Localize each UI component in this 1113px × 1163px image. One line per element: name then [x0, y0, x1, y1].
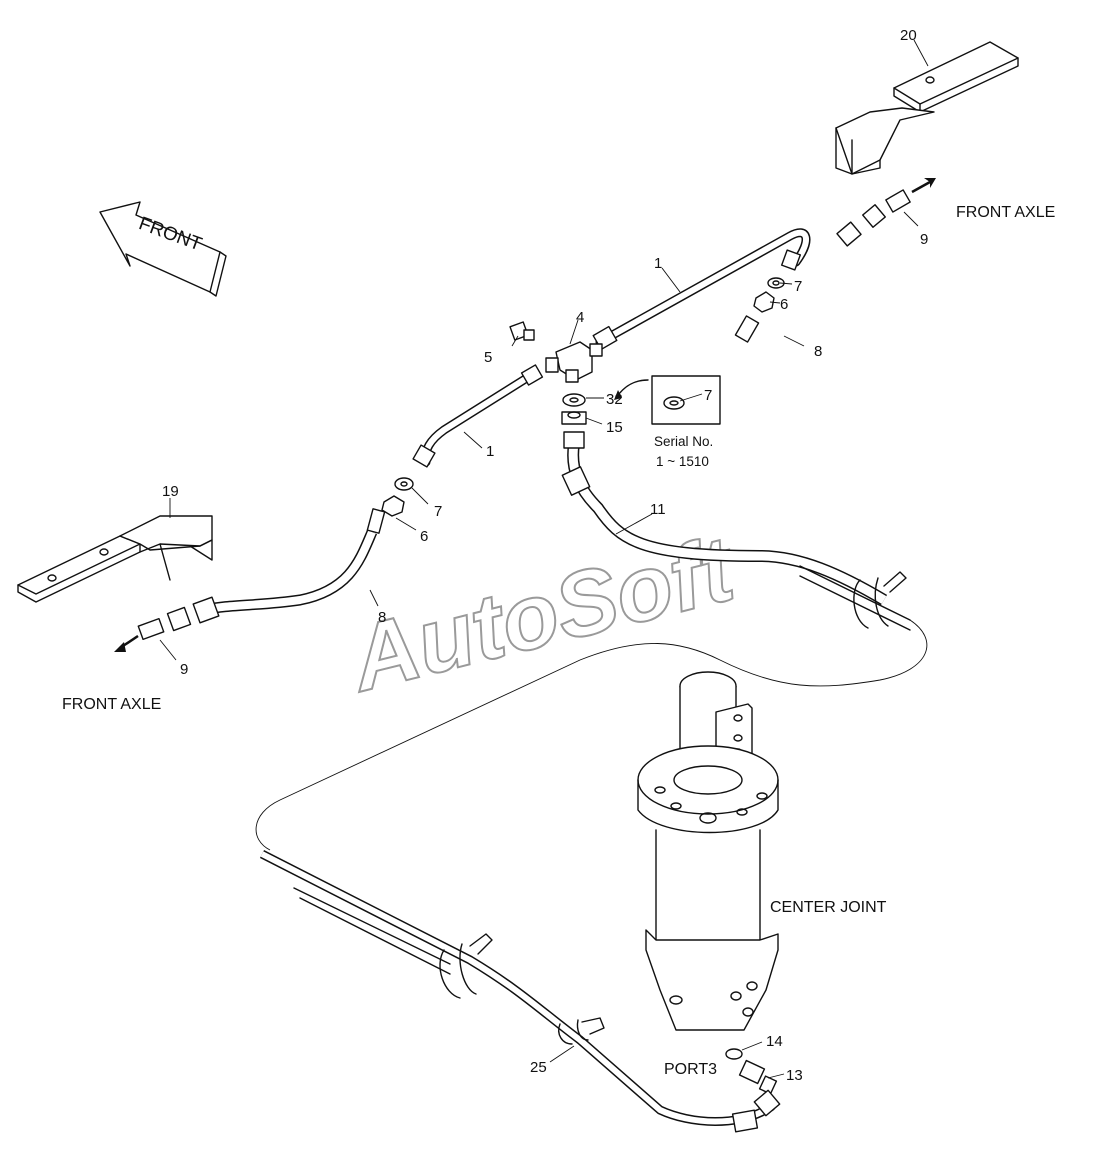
- hose-11: [561, 431, 911, 631]
- callout-6-upper: 6: [780, 296, 788, 313]
- bracket-19: [17, 515, 213, 603]
- pipe-1-lower: [412, 364, 544, 468]
- hose-8-right: [719, 178, 936, 378]
- serial-inset: [614, 375, 721, 425]
- labels: FRONT AXLE FRONT AXLE CENTER JOINT PORT3…: [62, 204, 1055, 1078]
- callout-4: 4: [576, 309, 584, 326]
- callout-8-left: 8: [378, 609, 386, 626]
- callout-9-right: 9: [920, 231, 928, 248]
- callout-9-left: 9: [180, 661, 188, 678]
- callout-7-inset: 7: [704, 387, 712, 404]
- callouts: 20 9 1 7 6 8 4 5 32 15 7 1 7 6 19 11 8 9…: [162, 27, 928, 1084]
- callout-15: 15: [606, 419, 623, 436]
- pipe-1-upper: [592, 228, 811, 351]
- callout-19: 19: [162, 483, 179, 500]
- center-joint: [637, 671, 779, 1031]
- port3-fittings: [725, 1048, 778, 1095]
- callout-14: 14: [766, 1033, 783, 1050]
- tee-fitting-4: [509, 321, 603, 425]
- callout-13: 13: [786, 1067, 803, 1084]
- callout-20: 20: [900, 27, 917, 44]
- front-arrow-icon: FRONT: [99, 201, 227, 297]
- callout-7-upper: 7: [794, 278, 802, 295]
- label-front-axle-right: FRONT AXLE: [956, 204, 1055, 221]
- callout-1-lower: 1: [486, 443, 494, 460]
- callout-7-lower: 7: [434, 503, 442, 520]
- pipe-25: [259, 849, 781, 1133]
- frame-outline: [255, 619, 928, 851]
- label-port3: PORT3: [664, 1061, 717, 1078]
- callout-32: 32: [606, 391, 623, 408]
- callout-6-lower: 6: [420, 528, 428, 545]
- callout-8-right: 8: [814, 343, 822, 360]
- washers-7-6: [381, 277, 785, 517]
- callout-5: 5: [484, 349, 492, 366]
- callout-25: 25: [530, 1059, 547, 1076]
- callout-11: 11: [650, 501, 666, 518]
- label-front-axle-left: FRONT AXLE: [62, 696, 161, 713]
- label-center-joint: CENTER JOINT: [770, 899, 887, 916]
- label-serial-range: 1 ~ 1510: [656, 454, 709, 469]
- label-serial-no: Serial No.: [654, 434, 713, 449]
- bracket-20: [835, 41, 1019, 175]
- leader-lines: [159, 39, 929, 1079]
- hose-8-left: [114, 508, 386, 652]
- callout-1-upper: 1: [654, 255, 662, 272]
